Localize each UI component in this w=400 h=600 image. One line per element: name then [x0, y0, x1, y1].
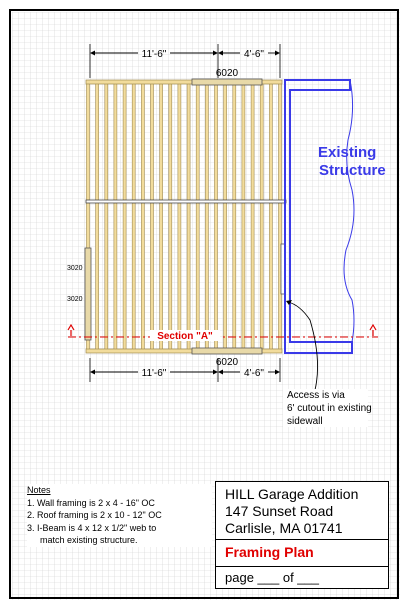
- notes-title: Notes: [27, 485, 51, 495]
- joist: [168, 82, 173, 351]
- notes-block: Notes 1. Wall framing is 2 x 4 - 16" OC …: [27, 484, 212, 547]
- joist: [141, 82, 145, 351]
- joist: [186, 82, 191, 351]
- joist: [122, 82, 127, 351]
- joist: [214, 82, 218, 351]
- section-label-background: [150, 330, 220, 341]
- joist: [177, 82, 182, 351]
- joist: [104, 82, 109, 351]
- joist: [150, 82, 154, 351]
- existing-structure-label-1: Existing: [318, 144, 376, 161]
- joist: [159, 82, 163, 351]
- bottom-window-header: [191, 347, 263, 355]
- access-note-background: [283, 389, 368, 427]
- access-note-line-3: sidewall: [287, 416, 323, 427]
- joist: [232, 82, 237, 351]
- top-dimension: 11'-6" 4'-6": [89, 44, 281, 78]
- joist: [259, 82, 264, 351]
- top-plate: [85, 79, 283, 85]
- window-label-left-lower: 3020: [67, 296, 83, 303]
- joist: [278, 82, 282, 351]
- dimension-bottom-left: 11'-6": [142, 368, 167, 379]
- bottom-plate: [85, 348, 283, 354]
- access-note-line-2: 6' cutout in existing: [287, 403, 372, 414]
- window-label-top: 6020: [216, 68, 239, 79]
- joist: [113, 82, 118, 351]
- project-street: 147 Sunset Road: [225, 503, 334, 519]
- joist: [269, 82, 273, 351]
- joist: [195, 82, 200, 351]
- project-title: HILL Garage Addition: [225, 486, 359, 502]
- access-leader-arrow: [286, 300, 292, 305]
- joist: [205, 82, 209, 351]
- joist: [95, 82, 99, 351]
- top-window-header: [191, 78, 263, 86]
- access-note-line-1: Access is via: [287, 390, 345, 401]
- note-item: 3. I-Beam is 4 x 12 x 1/2" web to: [27, 522, 157, 533]
- dimension-top-right: 4'-6": [244, 49, 264, 60]
- joist: [241, 82, 246, 351]
- title-block: HILL Garage Addition 147 Sunset Road Car…: [215, 481, 389, 589]
- title-block-address: HILL Garage Addition 147 Sunset Road Car…: [216, 482, 388, 540]
- joist: [131, 82, 136, 351]
- window-label-bottom: 6020: [216, 357, 239, 368]
- sheet-title: Framing Plan: [216, 540, 388, 567]
- dimension-bottom-right: 4'-6": [244, 368, 264, 379]
- existing-structure-outline: [284, 79, 355, 354]
- bottom-dimension: 11'-6" 4'-6": [89, 358, 281, 382]
- note-item-continued: match existing structure.: [40, 535, 138, 545]
- note-item: 2. Roof framing is 2 x 10 - 12" OC: [27, 510, 162, 520]
- access-leader-line: [287, 301, 319, 391]
- section-a-label: Section "A": [157, 331, 213, 342]
- sheet-border: [9, 9, 399, 599]
- dimension-top-left: 11'-6": [142, 49, 167, 60]
- window-label-left-upper: 3020: [67, 265, 83, 272]
- page-number: page ___ of ___: [225, 570, 319, 585]
- section-a-line: [67, 323, 378, 338]
- left-window-frame: [84, 247, 92, 341]
- joist: [250, 82, 255, 351]
- note-item: 1. Wall framing is 2 x 4 - 16" OC: [27, 497, 155, 508]
- existing-structure-label-2: Structure: [319, 162, 386, 179]
- joist: [223, 82, 227, 351]
- project-city: Carlisle, MA 01741: [225, 520, 343, 536]
- i-beam: [85, 199, 287, 204]
